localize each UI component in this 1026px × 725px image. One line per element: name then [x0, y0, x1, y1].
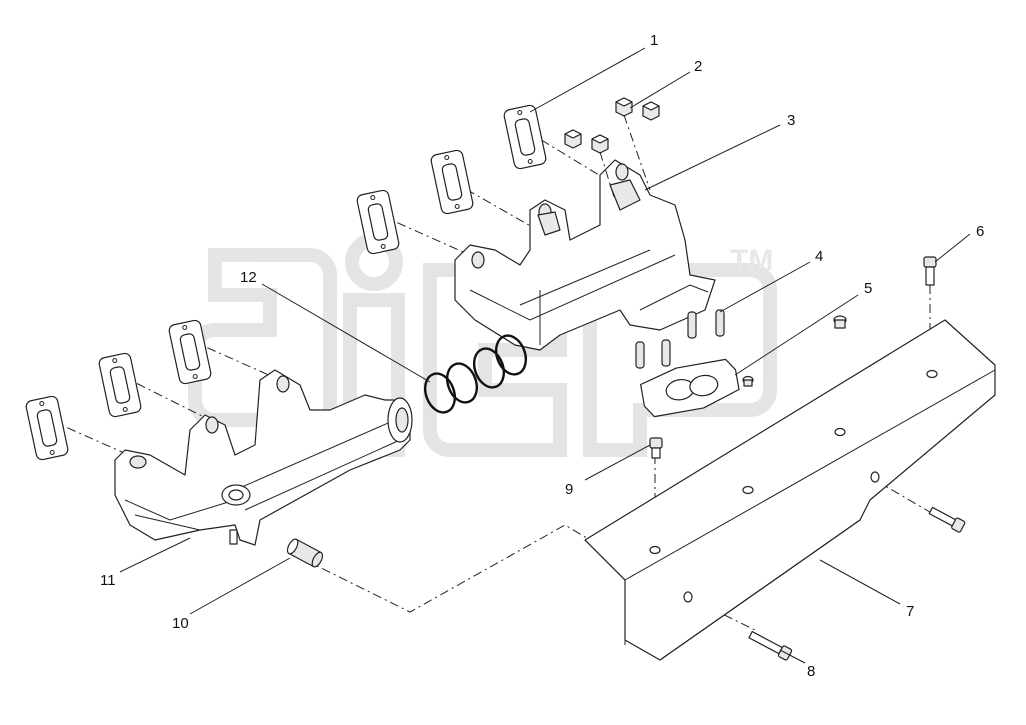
callout-8: 8	[807, 663, 815, 680]
seal-ring-2	[445, 362, 479, 404]
bolt-8	[748, 630, 793, 661]
nut-3	[564, 129, 582, 149]
callout-11: 11	[100, 572, 116, 589]
stud-3	[635, 341, 645, 369]
watermark-tm: TM	[730, 244, 773, 277]
callout-9: 9	[565, 481, 573, 498]
stud-2	[715, 309, 725, 337]
heat-shield	[584, 319, 996, 661]
seal-ring-1	[423, 372, 457, 414]
bolt-head-near-gasket	[742, 375, 754, 387]
callout-12: 12	[240, 269, 257, 286]
seal-ring-3	[472, 347, 506, 389]
callout-labels: 1 2 3 4 5 6 7 8 9 10 11 12	[100, 32, 984, 680]
callout-1: 1	[650, 32, 658, 49]
callout-3: 3	[787, 112, 795, 129]
nuts	[564, 97, 660, 201]
gasket-6	[25, 395, 69, 461]
nut-4	[591, 134, 609, 154]
seal-rings	[423, 334, 528, 414]
bolt-head-near-5	[833, 315, 847, 329]
studs	[635, 309, 725, 369]
gaskets	[25, 104, 547, 461]
bolt-7-right	[928, 506, 966, 533]
bolt-9	[649, 437, 663, 459]
stud-4	[661, 339, 671, 367]
flange-gasket	[640, 358, 740, 418]
front-exhaust-manifold	[114, 369, 413, 546]
gasket-1	[503, 104, 547, 170]
gasket-5	[98, 352, 142, 418]
sleeve	[286, 538, 324, 568]
callout-2: 2	[694, 58, 702, 75]
leader-lines	[119, 47, 971, 664]
gasket-3	[356, 189, 400, 255]
callout-4: 4	[815, 248, 823, 265]
gasket-2	[430, 149, 474, 215]
small-bolts	[742, 315, 847, 387]
seal-ring-4	[494, 334, 528, 376]
bolt-6	[923, 256, 937, 286]
callout-6: 6	[976, 223, 984, 240]
callout-5: 5	[864, 280, 872, 297]
nut-2	[642, 101, 660, 121]
gasket-4	[168, 319, 212, 385]
rear-exhaust-manifold	[454, 159, 716, 351]
callout-7: 7	[906, 603, 914, 620]
callout-10: 10	[172, 615, 189, 632]
stud-1	[687, 311, 697, 339]
nut-1	[615, 97, 633, 117]
